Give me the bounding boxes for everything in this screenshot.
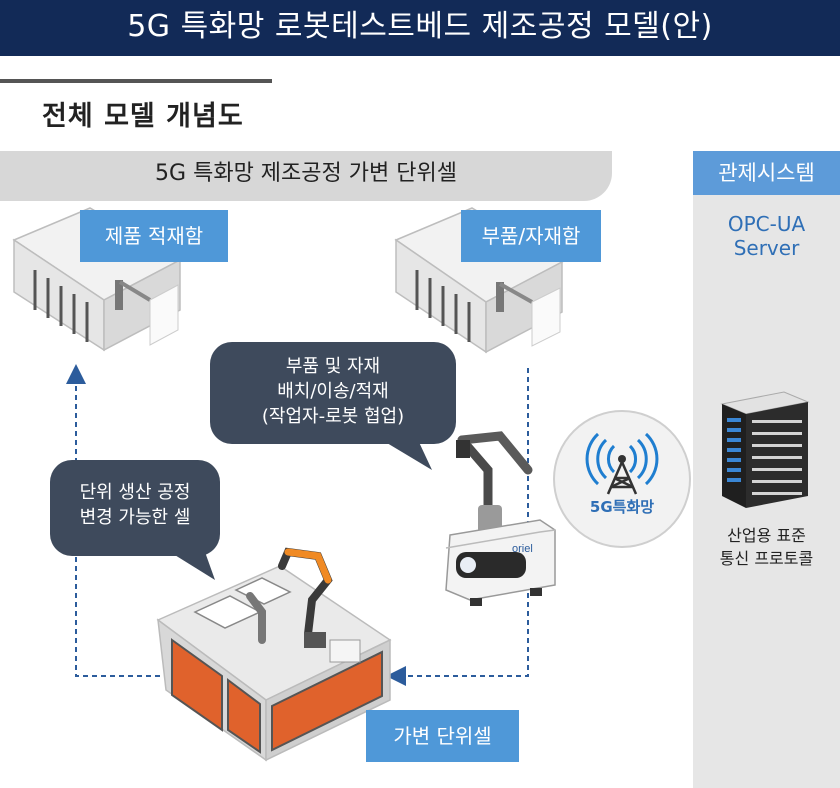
variable-unit-cell	[156, 547, 392, 762]
section-divider	[0, 79, 272, 83]
unit-cell-bubble: 단위 생산 공정 변경 가능한 셀	[50, 460, 220, 556]
control-system-label: 관제시스템	[718, 161, 815, 185]
robot-brand-label: oriel	[512, 543, 533, 555]
parts-storage-label: 부품/자재함	[461, 210, 601, 262]
parts-handling-bubble: 부품 및 자재 배치/이송/적재 (작업자-로봇 협업)	[210, 342, 456, 444]
server-rack-icon	[720, 391, 810, 508]
product-storage-label: 제품 적재함	[80, 210, 228, 262]
5g-network-label: 5G특화망	[589, 498, 655, 516]
5g-network-circle	[553, 410, 691, 548]
section-title: 전체 모델 개념도	[42, 101, 244, 132]
cell-band-label: 5G 특화망 제조공정 가변 단위셀	[155, 161, 457, 186]
bubble-tail	[382, 440, 432, 470]
title-bar	[0, 0, 840, 56]
opc-ua-server-label: OPC-UA Server	[727, 212, 806, 260]
control-system-header	[693, 151, 840, 195]
protocol-label: 산업용 표준 통신 프로토콜	[719, 526, 814, 568]
cell-band	[0, 151, 612, 201]
page-title: 5G 특화망 로봇테스트베드 제조공정 모델(안)	[127, 9, 713, 44]
mobile-manipulator-robot: oriel	[445, 431, 556, 606]
variable-cell-label: 가변 단위셀	[366, 710, 519, 762]
bubble-tail	[170, 552, 215, 580]
